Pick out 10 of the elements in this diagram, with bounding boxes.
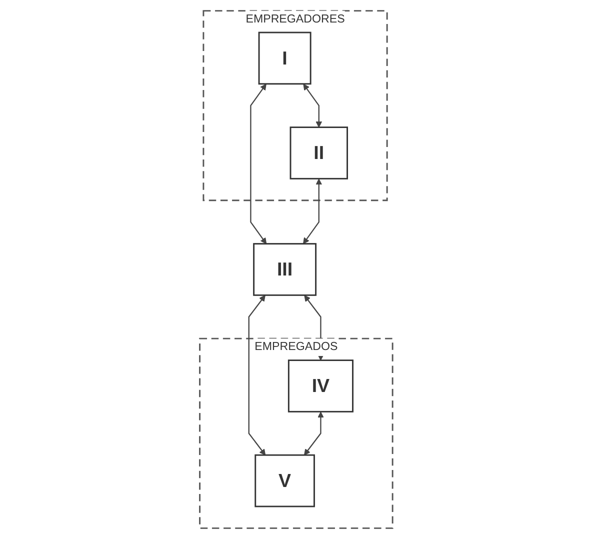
- node-box: I: [258, 32, 312, 85]
- node-box: V: [254, 454, 315, 508]
- node-box: IV: [288, 360, 354, 412]
- arrow: [248, 295, 266, 456]
- arrow: [304, 412, 324, 456]
- node-box: II: [290, 126, 348, 180]
- node-box: III: [252, 243, 316, 296]
- arrow: [302, 84, 322, 128]
- arrow: [250, 84, 266, 244]
- arrow: [302, 178, 322, 244]
